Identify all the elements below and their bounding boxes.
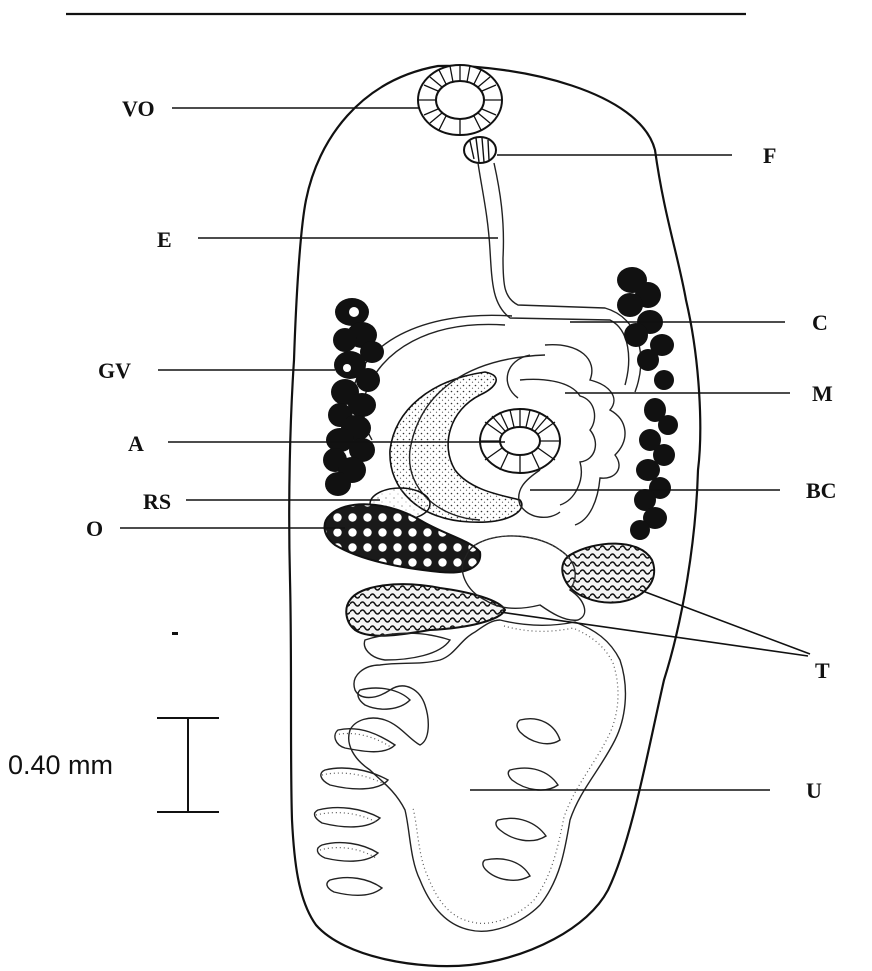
label-rs: RS <box>143 489 171 514</box>
pharynx <box>464 137 496 163</box>
label-vo: VO <box>122 96 155 121</box>
scale-bar <box>157 718 219 812</box>
label-u: U <box>806 778 822 803</box>
label-a: A <box>128 431 144 456</box>
stray-mark <box>172 632 178 635</box>
label-f: F <box>763 143 776 168</box>
label-gv: GV <box>98 358 131 383</box>
label-c: C <box>812 310 828 335</box>
vitelline-gland-right <box>617 267 678 540</box>
uterus-dots <box>413 626 618 923</box>
label-t: T <box>815 658 830 683</box>
ventral-sucker <box>480 409 560 473</box>
oral-sucker <box>418 65 502 135</box>
label-o: O <box>86 516 103 541</box>
scale-bar-label: 0.40 mm <box>8 750 113 780</box>
uterus <box>349 620 626 931</box>
testis-right <box>562 544 654 603</box>
vitelline-gland-left <box>323 298 384 496</box>
leader-t-lower <box>500 612 808 656</box>
label-bc: BC <box>806 478 837 503</box>
uterine-loops <box>315 633 560 895</box>
esophagus <box>478 163 641 392</box>
label-e: E <box>157 227 172 252</box>
uterus-stipple <box>316 733 392 858</box>
genital-complex-dots <box>475 536 575 590</box>
label-m: M <box>812 381 833 406</box>
